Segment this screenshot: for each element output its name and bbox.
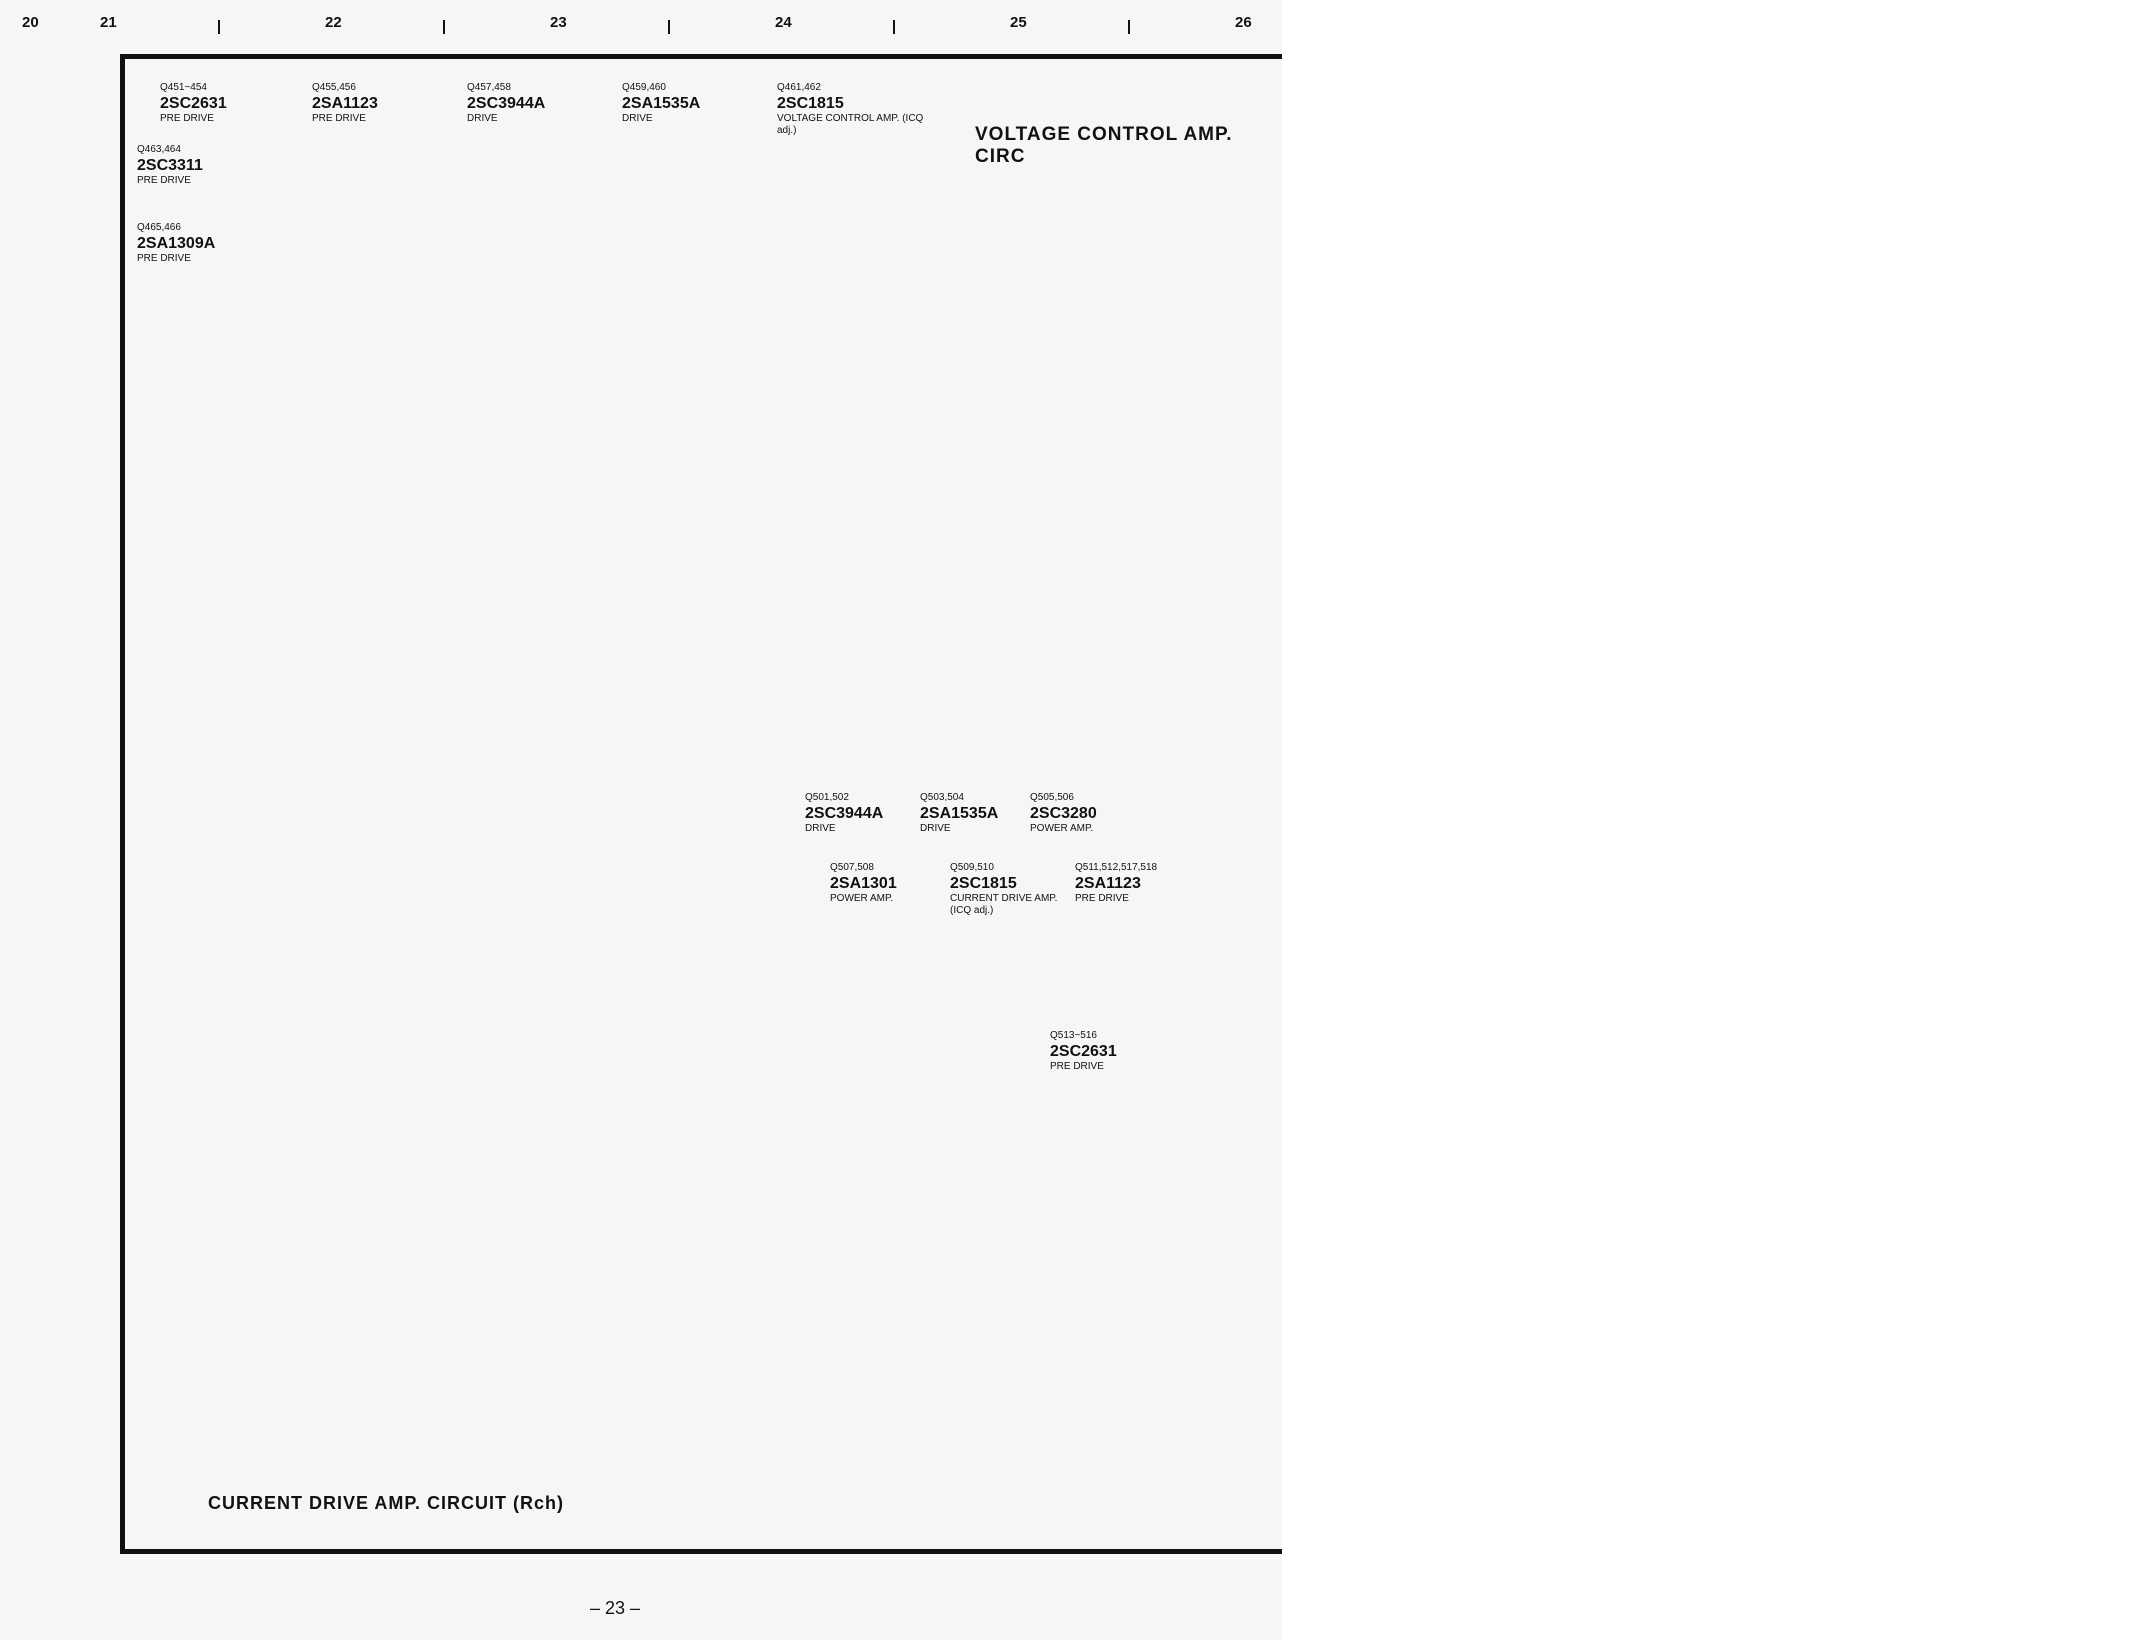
ruler-label: 21	[100, 14, 117, 31]
schematic-sheet: 20 21 22 23 24 25 26 VOLTAGE CONTROL AMP…	[0, 0, 1282, 1640]
ruler-label: 22	[325, 14, 342, 31]
ruler-label: 24	[775, 14, 792, 31]
ruler-tick	[893, 20, 895, 34]
schematic-frame	[120, 54, 1282, 1554]
ruler-label: 26	[1235, 14, 1252, 31]
ruler-label: 20	[22, 14, 39, 31]
ruler-tick	[218, 20, 220, 34]
page-number: – 23 –	[590, 1598, 641, 1618]
ruler-tick	[1128, 20, 1130, 34]
voltage-amp-title: VOLTAGE CONTROL AMP. CIRC	[975, 124, 1233, 167]
ruler-tick	[443, 20, 445, 34]
ruler-label: 23	[550, 14, 567, 31]
ruler-label: 25	[1010, 14, 1027, 31]
ruler-tick	[668, 20, 670, 34]
current-amp-title: CURRENT DRIVE AMP. CIRCUIT (Rch)	[208, 1493, 565, 1513]
